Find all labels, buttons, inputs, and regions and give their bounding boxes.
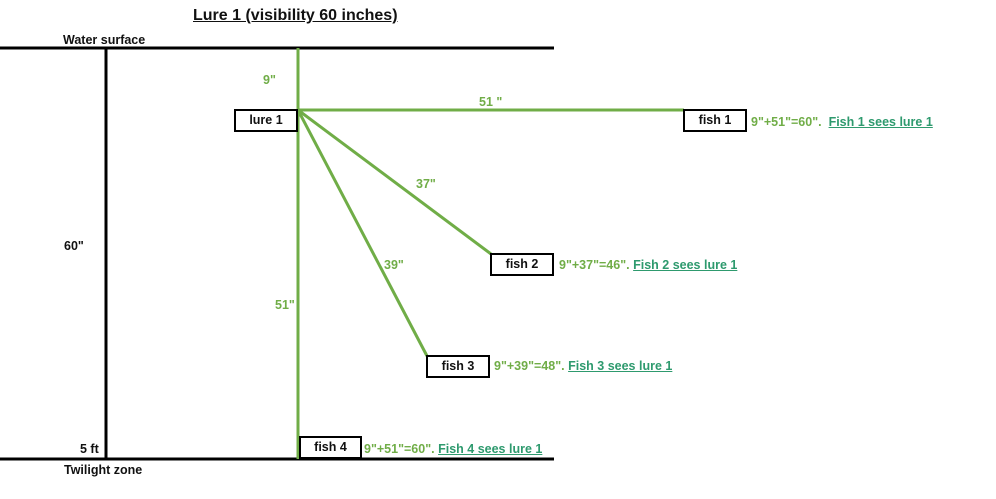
fish2-result: 9"+37"=46". Fish 2 sees lure 1 [559, 258, 737, 272]
distance-fish3-label: 39" [384, 258, 404, 272]
fish3-result: 9"+39"=48". Fish 3 sees lure 1 [494, 359, 672, 373]
fish1-result: 9"+51"=60". Fish 1 sees lure 1 [751, 115, 933, 129]
water-surface-label: Water surface [63, 33, 146, 47]
line-to-fish3 [296, 109, 429, 357]
fish2-sees-text: Fish 2 sees lure 1 [633, 258, 738, 272]
fish2-calc: 9"+37"=46". [559, 258, 630, 272]
fish4-result: 9"+51"=60". Fish 4 sees lure 1 [364, 442, 542, 456]
fish4-box: fish 4 [299, 436, 362, 459]
depth-label: 60" [64, 239, 84, 253]
distance-fish2-label: 37" [416, 177, 436, 191]
fish4-calc: 9"+51"=60". [364, 442, 435, 456]
twilight-zone-label: Twilight zone [64, 463, 143, 477]
lure-depth-label: 9" [263, 73, 276, 87]
depth-ft-label: 5 ft [80, 442, 99, 456]
fish1-sees-text: Fish 1 sees lure 1 [828, 115, 933, 129]
fish2-box: fish 2 [490, 253, 554, 276]
fish3-calc: 9"+39"=48". [494, 359, 565, 373]
fish3-sees-text: Fish 3 sees lure 1 [568, 359, 673, 373]
fish4-sees-text: Fish 4 sees lure 1 [438, 442, 543, 456]
distance-fish4-label: 51" [275, 298, 295, 312]
distance-fish1-label: 51 " [479, 95, 503, 109]
lure-box: lure 1 [234, 109, 298, 132]
page-title: Lure 1 (visibility 60 inches) [193, 7, 398, 24]
fish1-calc: 9"+51"=60". [751, 115, 822, 129]
fish3-box: fish 3 [426, 355, 490, 378]
line-to-fish2 [297, 108, 492, 256]
fish1-box: fish 1 [683, 109, 747, 132]
